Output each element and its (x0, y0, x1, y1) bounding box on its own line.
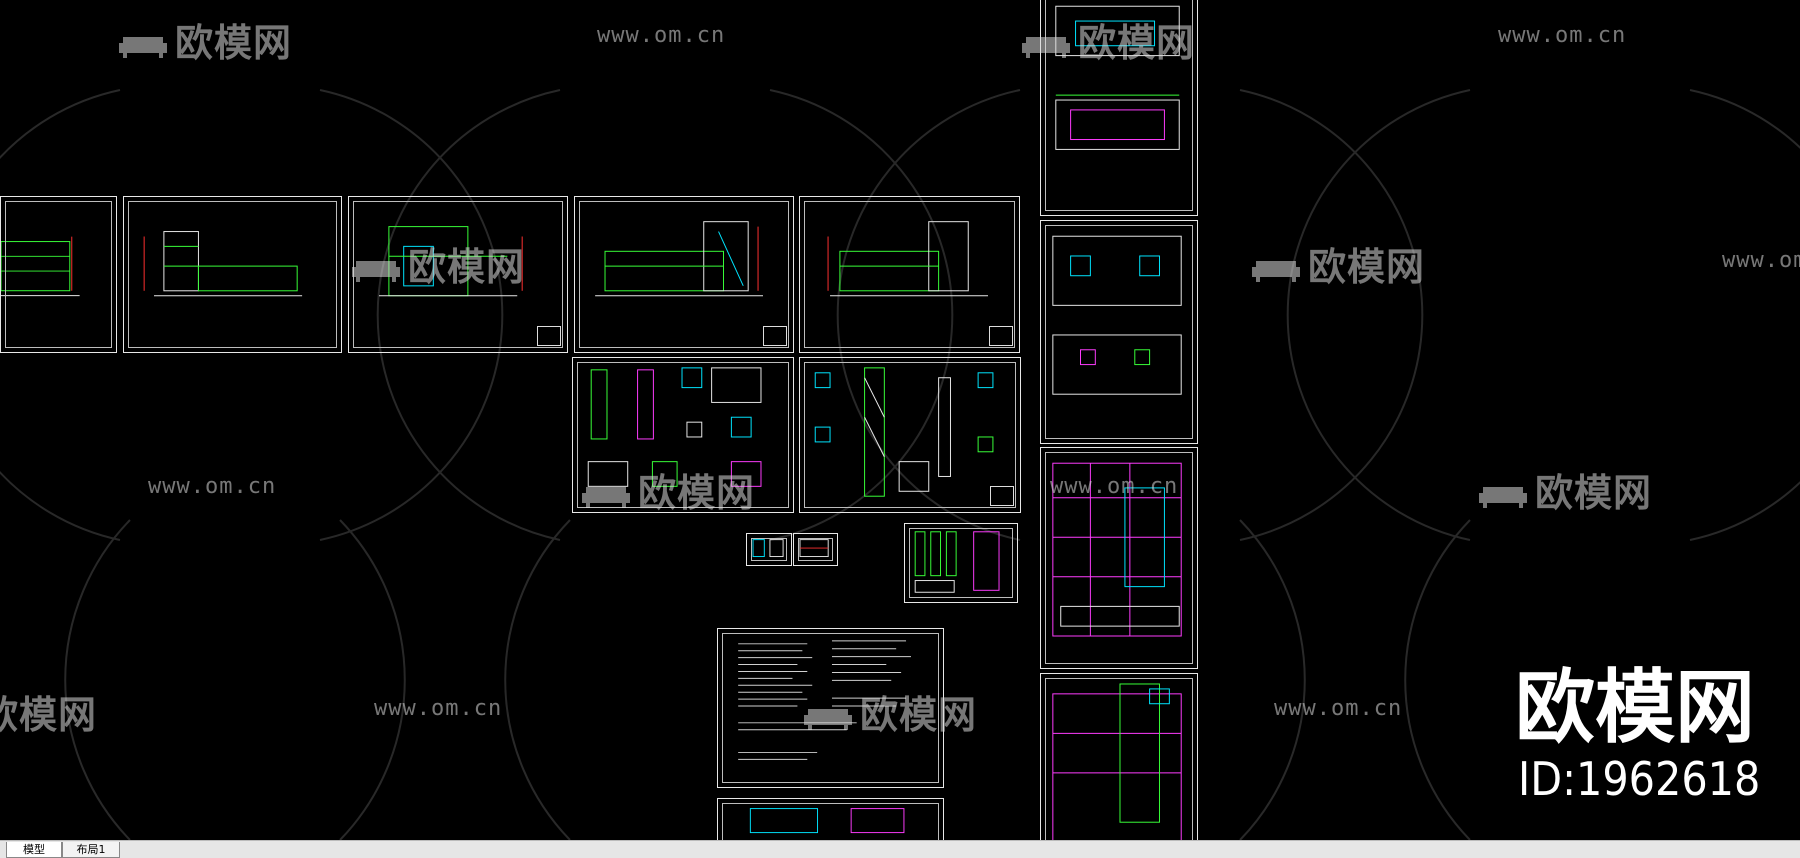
tab-layout1[interactable]: 布局1 (62, 842, 120, 858)
title-block (763, 326, 787, 346)
drawing-sheet-plan-2[interactable] (1040, 220, 1198, 444)
sofa-icon (1252, 260, 1300, 282)
watermark-url: www.om.cn (148, 474, 277, 499)
title-block (537, 326, 561, 346)
sofa-icon (804, 708, 852, 730)
sofa-icon (582, 486, 630, 508)
title-block (990, 486, 1014, 506)
drawing-sheet-plan-1[interactable] (1040, 0, 1198, 216)
drawing-sheet-notes[interactable] (717, 628, 944, 788)
watermark-logo: 欧模网 (348, 236, 525, 291)
watermark-url: www.om.cn (1722, 248, 1800, 273)
drawing-sheet-elevation-1[interactable] (0, 196, 117, 353)
watermark-logo: 欧模网 (1475, 462, 1652, 517)
drawing-sheet-elevation-3[interactable] (574, 196, 794, 353)
watermark-url: www.om.cn (1274, 696, 1403, 721)
sofa-icon (1022, 36, 1070, 58)
watermark-url: www.om.cn (374, 696, 503, 721)
drawing-sheet-details-2[interactable] (799, 357, 1021, 513)
watermark-logo: 欧模网 (578, 462, 755, 517)
watermark-logo: 欧模网 (115, 12, 292, 67)
drawing-sheet-small-1[interactable] (746, 533, 792, 566)
watermark-logo: 欧模网 (800, 684, 977, 739)
drawing-sheet-details-1[interactable] (572, 357, 794, 513)
watermark-url: www.om.cn (1050, 474, 1179, 499)
overlay-logo: 欧模网 (1515, 661, 1755, 754)
watermark-logo: 欧模网 (1248, 236, 1425, 291)
drawing-sheet-schedule[interactable] (904, 523, 1018, 603)
sofa-icon (119, 36, 167, 58)
drawing-canvas[interactable]: 欧模网 欧模网 欧模网 欧模网 欧模网 欧模网 欧模网 欧模网 www.om.c… (0, 0, 1800, 840)
watermark-logo: 欧模网 (0, 693, 98, 737)
sofa-icon (352, 260, 400, 282)
drawing-sheet-bottom[interactable] (717, 798, 944, 840)
drawing-sheet-elevation-2[interactable] (123, 196, 342, 353)
overlay-id: ID:1962618 (1518, 752, 1761, 806)
watermark-logo: 欧模网 (1018, 12, 1195, 67)
sofa-icon (1479, 486, 1527, 508)
drawing-sheet-plan-4[interactable] (1040, 673, 1198, 840)
drawing-sheet-elevation-4[interactable] (799, 196, 1020, 353)
title-block (989, 326, 1013, 346)
drawing-sheet-small-2[interactable] (793, 533, 838, 566)
drawing-sheet-plan-3[interactable] (1040, 447, 1198, 669)
watermark-url: www.om.cn (1498, 23, 1627, 48)
watermark-url: www.om.cn (597, 23, 726, 48)
layout-tab-bar: 模型 布局1 (0, 840, 1800, 858)
watermark-arcs (0, 89, 1800, 840)
tab-model[interactable]: 模型 (6, 842, 62, 858)
